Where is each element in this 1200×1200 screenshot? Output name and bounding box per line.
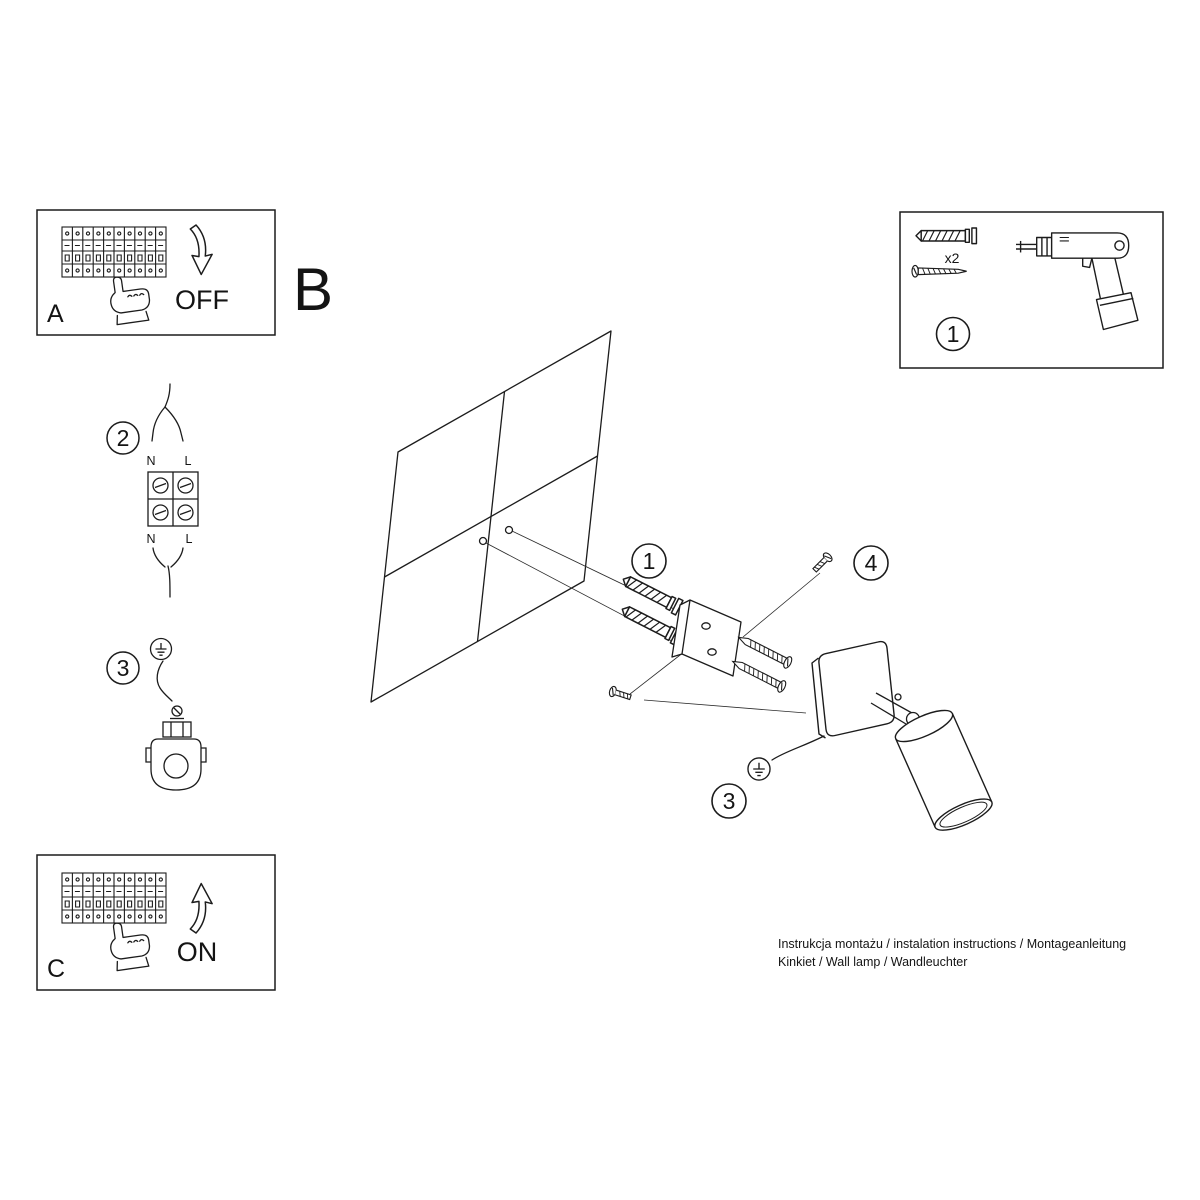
assembly-step-1-badge: 1 — [631, 543, 667, 579]
mains-cable-top — [151, 383, 184, 442]
breaker-strip-icon — [61, 226, 167, 278]
terminal-block — [147, 471, 199, 527]
step-3-badge: 3 — [106, 651, 140, 685]
step-2-badge: 2 — [106, 421, 140, 455]
assembly-step-4-badge: 4 — [853, 545, 889, 581]
ground-wire — [156, 660, 173, 702]
assembly-diagram: 1 4 — [370, 330, 993, 831]
parts-box: x2 1 — [899, 211, 1164, 369]
earth-symbol-icon — [747, 757, 771, 781]
wire-label-l-bottom: L — [186, 532, 193, 546]
footer-caption: Instrukcja montażu / instalation instruc… — [778, 937, 1126, 969]
footer-line-2: Kinkiet / Wall lamp / Wandleuchter — [778, 955, 967, 969]
assembly-step-3-number: 3 — [723, 788, 736, 814]
breaker-strip-icon — [61, 872, 167, 924]
wall-plug-icon — [915, 227, 978, 245]
wire-label-n-bottom: N — [146, 532, 155, 546]
wall-panel — [370, 330, 612, 703]
bracket-hole — [701, 622, 711, 630]
assembly-step-1-number: 1 — [643, 548, 656, 574]
drill-hole — [504, 525, 514, 535]
wire-label-n-top: N — [146, 454, 155, 468]
step-3-number: 3 — [117, 655, 130, 681]
on-label: ON — [177, 937, 218, 967]
earth-symbol-icon — [149, 637, 173, 661]
mounting-bracket — [671, 599, 742, 677]
ground-step: 3 — [106, 637, 207, 791]
step-1-number: 1 — [947, 321, 960, 347]
wiring-step: 2 N L N L — [106, 383, 199, 598]
assembly-step-4-number: 4 — [865, 550, 878, 576]
step-2-number: 2 — [117, 425, 130, 451]
panel-c-letter: C — [47, 955, 65, 983]
wire-label-l-top: L — [185, 454, 192, 468]
drill-hole — [478, 536, 488, 546]
section-b-label: B — [293, 256, 333, 323]
assembly-step-3-badge: 3 — [711, 783, 747, 819]
power-off-panel: OFF A — [36, 209, 276, 336]
panel-a-letter: A — [47, 300, 64, 328]
lamp-ground-wire — [771, 735, 825, 761]
power-on-panel: ON C — [36, 854, 276, 991]
ground-terminal — [145, 705, 207, 791]
small-screw-icon — [607, 685, 633, 703]
footer-line-1: Instrukcja montażu / instalation instruc… — [778, 937, 1126, 951]
lamp-cable-bottom — [152, 547, 184, 598]
drill-icon — [1016, 232, 1139, 331]
small-screw-icon — [810, 550, 835, 575]
plug-quantity-label: x2 — [945, 250, 960, 266]
lamp-back-plate — [811, 640, 895, 739]
step-1-badge: 1 — [935, 316, 971, 352]
off-label: OFF — [175, 285, 229, 315]
bracket-hole — [707, 648, 717, 656]
lamp-shade — [894, 709, 993, 831]
